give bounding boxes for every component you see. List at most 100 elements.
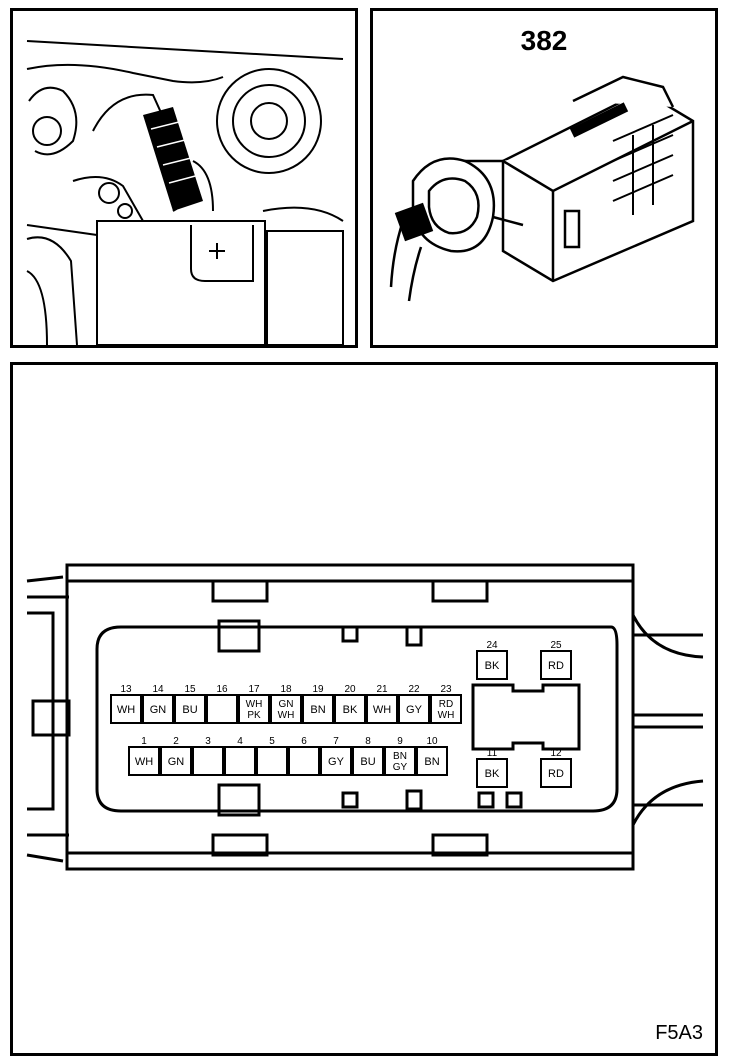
- pin-number: 2: [173, 736, 179, 747]
- pin-wire-color: BK: [343, 704, 358, 716]
- pin-wire-color: BN: [424, 756, 439, 768]
- pin-wire-color: WH: [135, 756, 153, 768]
- pin-number: 15: [184, 684, 196, 695]
- pin-cavity: [206, 694, 238, 724]
- pin-number: 6: [301, 736, 307, 747]
- connector-illustration-panel: 382: [370, 8, 718, 348]
- pin-wire-color: BK: [485, 768, 500, 780]
- pin-number: 9: [397, 736, 403, 747]
- pin-1: 1WH: [128, 736, 160, 776]
- pin-number: 22: [408, 684, 420, 695]
- pin-6: 6: [288, 736, 320, 776]
- pin-wire-color: WH: [117, 704, 135, 716]
- pin-number: 4: [237, 736, 243, 747]
- pin-number: 20: [344, 684, 356, 695]
- pin-number: 10: [426, 736, 438, 747]
- pin-number: 3: [205, 736, 211, 747]
- pin-wire-color: RD: [548, 660, 564, 672]
- pin-number: 23: [440, 684, 452, 695]
- connector-reference-number: 382: [520, 25, 568, 56]
- pin-cavity: [174, 694, 206, 724]
- pin-cavity: [384, 746, 416, 776]
- pin-number: 19: [312, 684, 324, 695]
- ecu-location-marker: [143, 107, 203, 211]
- pin-number: 14: [152, 684, 164, 695]
- pin-cavity: [476, 758, 508, 788]
- pin-cavity: [540, 650, 572, 680]
- pin-number: 1: [141, 736, 147, 747]
- pin-number: 11: [487, 748, 498, 759]
- pin-cavity: [302, 694, 334, 724]
- pin-wire-color: BK: [485, 660, 500, 672]
- pin-cavity: [334, 694, 366, 724]
- pin-number: 18: [280, 684, 292, 695]
- pin-number: 21: [376, 684, 388, 695]
- pin-cavity: [476, 650, 508, 680]
- pin-wire-color: BN: [310, 704, 325, 716]
- pin-number: 16: [216, 684, 228, 695]
- pin-cavity: [352, 746, 384, 776]
- pin-cavity: [238, 694, 270, 724]
- connector-housing: [26, 563, 704, 871]
- pin-cavity: [110, 694, 142, 724]
- figure-code: F5A3: [655, 1022, 703, 1044]
- connector-drawing: [389, 75, 695, 302]
- pin-wire-color: GY: [328, 756, 345, 768]
- pin-cavity: [288, 746, 320, 776]
- pin-wire-color: GN: [150, 704, 167, 716]
- pin-3: 3: [192, 736, 224, 776]
- pin-number: 7: [333, 736, 339, 747]
- pin-cavity: [256, 746, 288, 776]
- pin-7: 7GY: [320, 736, 352, 776]
- pin-cavity: [160, 746, 192, 776]
- pin-cavity: [416, 746, 448, 776]
- pin-wire-color: GY: [406, 704, 423, 716]
- pin-number: 12: [550, 748, 562, 759]
- pin-cavity: [192, 746, 224, 776]
- pin-cavity: [224, 746, 256, 776]
- pin-wire-color: GN: [168, 756, 185, 768]
- pin-wire-color: BU: [182, 704, 197, 716]
- pin-number: 24: [486, 640, 498, 651]
- pin-number: 8: [365, 736, 371, 747]
- pin-wire-color: BU: [360, 756, 375, 768]
- pin-cavity: [540, 758, 572, 788]
- pin-cavity: [430, 694, 462, 724]
- pin-cavity: [320, 746, 352, 776]
- pin-cavity: [366, 694, 398, 724]
- pin-number: 17: [248, 684, 260, 695]
- pin-wire-color: WH: [373, 704, 391, 716]
- pin-8: 8BU: [352, 736, 384, 776]
- pin-cavity: [398, 694, 430, 724]
- pin-cavity: [270, 694, 302, 724]
- pin-16: 16: [206, 684, 238, 724]
- pin-number: 13: [120, 684, 132, 695]
- pin-number: 25: [550, 640, 562, 651]
- pin-5: 5: [256, 736, 288, 776]
- location-illustration-panel: [10, 8, 358, 348]
- engine-bay-drawing: [26, 40, 344, 345]
- pin-cavity: [142, 694, 174, 724]
